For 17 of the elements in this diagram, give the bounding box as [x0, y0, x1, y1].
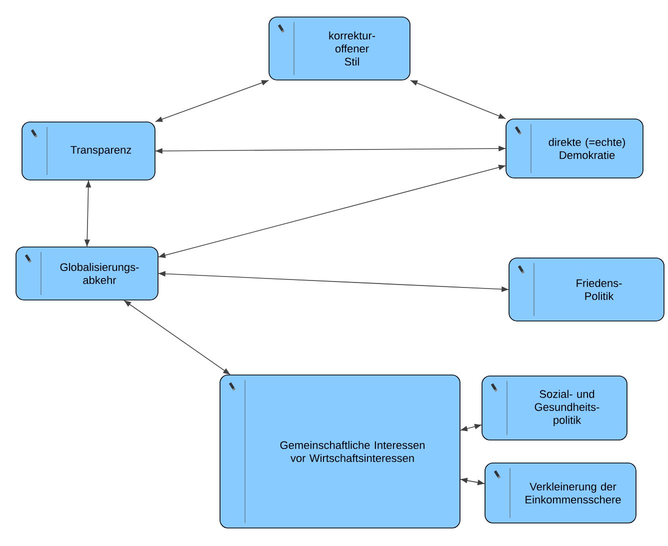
arrow [124, 300, 231, 375]
arrow [84, 180, 92, 247]
arrow [460, 478, 485, 486]
process-box: Friedens- Politik [508, 258, 664, 322]
process-box: direkte (=echte) Demokratie [506, 118, 644, 178]
arrow [155, 146, 506, 154]
process-box: Gemeinschaftliche Interessen vor Wirtschaftsinteressen [220, 374, 460, 528]
arrow [410, 80, 506, 119]
arrow [155, 80, 269, 122]
process-box: Verkleinerung der Einkommensschere [484, 462, 636, 524]
arrow [460, 424, 482, 432]
process-box: Globalisierungs- abkehr [16, 246, 158, 300]
arrow [158, 271, 509, 292]
process-box: korrektur- offener Stil [268, 16, 410, 80]
arrow [158, 164, 506, 258]
process-box: Sozial- und Gesundheits- politik [482, 376, 628, 440]
process-box: Transparenz [22, 122, 156, 180]
